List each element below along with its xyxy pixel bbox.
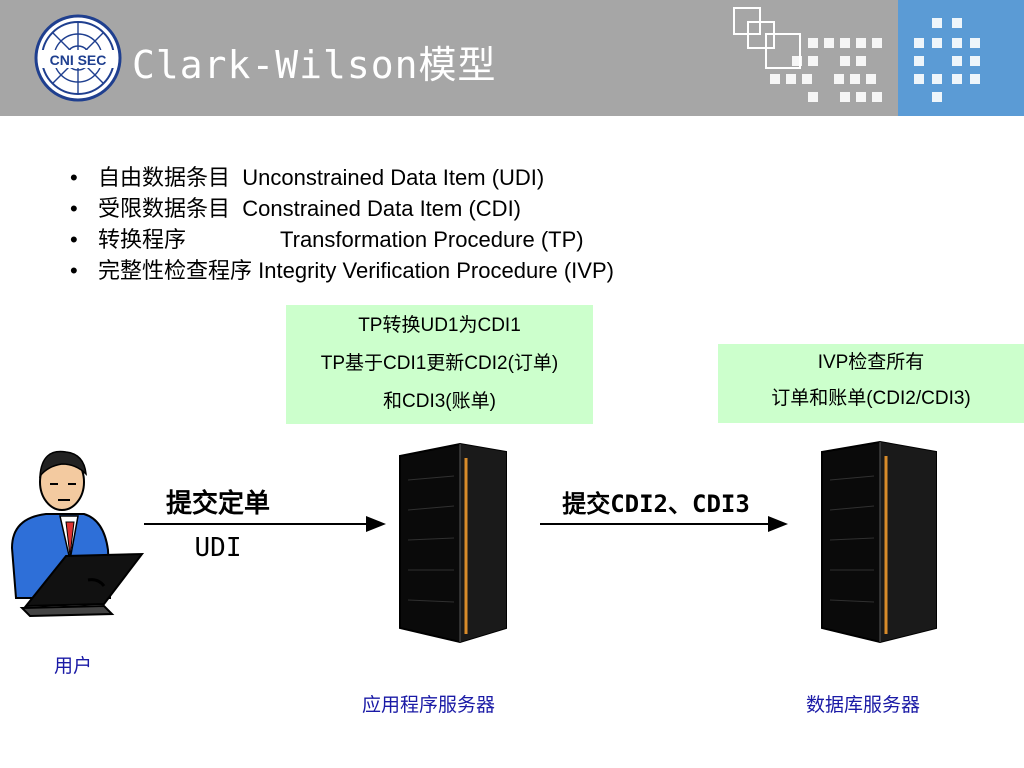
- arrow1-sublabel: UDI: [195, 533, 242, 563]
- bullet-ivp: •完整性检查程序 Integrity Verification Procedur…: [70, 258, 614, 284]
- bullet-cdi-zh: 受限数据条目: [98, 197, 231, 222]
- data-flow-diagram: 提交定单 UDI 提交CDI2、CDI3: [10, 440, 937, 644]
- tp-note-line: TP基于CDI1更新CDI2(订单): [320, 353, 559, 374]
- tp-note-line: TP转换UD1为CDI1: [358, 315, 521, 336]
- decorative-squares: [733, 0, 1024, 116]
- slide-title: Clark-Wilson模型: [132, 43, 497, 87]
- label-db-server: 数据库服务器: [806, 695, 921, 716]
- user-at-laptop-icon: [10, 450, 145, 618]
- app-server-icon: [399, 442, 507, 644]
- arrow1-label: 提交定单: [166, 488, 270, 519]
- arrow2-label: 提交CDI2、CDI3: [562, 490, 750, 518]
- bullet-cdi-en: Constrained Data Item (CDI): [242, 196, 522, 221]
- bullet-ivp-zh: 完整性检查程序: [98, 259, 253, 284]
- label-app-server: 应用程序服务器: [362, 695, 496, 716]
- submit-order-arrow: 提交定单 UDI: [144, 488, 386, 563]
- bullet-udi-en: Unconstrained Data Item (UDI): [242, 165, 545, 190]
- bullet-udi: •自由数据条目 Unconstrained Data Item (UDI): [70, 165, 545, 191]
- bullet-tp-zh: 转换程序: [98, 228, 187, 253]
- tp-note-line: 和CDI3(账单): [383, 391, 496, 412]
- ivp-note-line: IVP检查所有: [817, 352, 925, 373]
- bullet-tp-en: Transformation Procedure (TP): [280, 227, 584, 252]
- submit-cdi-arrow: 提交CDI2、CDI3: [540, 490, 788, 532]
- logo-text: CNI SEC: [50, 52, 107, 68]
- cnisec-logo-icon: CNI SEC: [34, 14, 122, 102]
- bullet-cdi: •受限数据条目 Constrained Data Item (CDI): [70, 196, 522, 222]
- label-user: 用户: [54, 656, 93, 677]
- bullet-ivp-en: Integrity Verification Procedure (IVP): [258, 258, 614, 283]
- ivp-note-line: 订单和账单(CDI2/CDI3): [771, 388, 971, 409]
- header-band: CNI SEC Clark-Wilson模型: [0, 0, 1024, 116]
- bullet-udi-zh: 自由数据条目: [98, 166, 231, 191]
- definition-list: •自由数据条目 Unconstrained Data Item (UDI) •受…: [70, 162, 614, 286]
- ivp-note-box: IVP检查所有 订单和账单(CDI2/CDI3): [718, 344, 1024, 423]
- tp-note-box: TP转换UD1为CDI1 TP基于CDI1更新CDI2(订单) 和CDI3(账单…: [286, 305, 593, 424]
- db-server-icon: [821, 440, 937, 644]
